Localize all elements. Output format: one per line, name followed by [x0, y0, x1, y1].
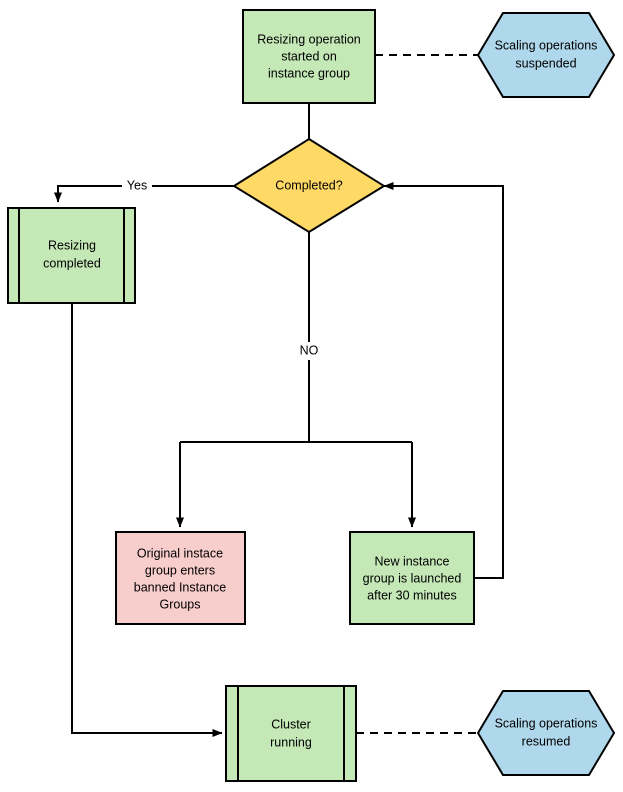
node-scaling-suspended-line2: suspended: [515, 56, 576, 70]
node-banned-line2: group enters: [145, 563, 215, 577]
node-scaling-resumed-line2: resumed: [522, 734, 571, 748]
node-banned-instance-groups[interactable]: Original instace group enters banned Ins…: [115, 531, 246, 625]
node-banned-line1: Original instace: [137, 546, 223, 560]
node-resizing-completed[interactable]: Resizing completed: [7, 207, 136, 304]
node-resizing-completed-line1: Resizing: [48, 238, 96, 252]
node-new-group-line1: New instance: [374, 554, 449, 568]
node-scaling-resumed-line1: Scaling operations: [495, 716, 598, 730]
node-new-group-line3: after 30 minutes: [367, 588, 457, 602]
node-banned-line4: Groups: [160, 597, 201, 611]
node-cluster-running-line1: Cluster: [271, 717, 311, 731]
edge-completed-to-cluster: [71, 303, 223, 737]
edge-label-yes-text: Yes: [127, 178, 147, 192]
node-resizing-started[interactable]: Resizing operation started on instance g…: [242, 9, 376, 104]
node-completed-decision[interactable]: Completed?: [232, 137, 386, 234]
edge-new-group-retry: [383, 182, 504, 579]
node-scaling-suspended-line1: Scaling operations: [495, 38, 598, 52]
node-banned-line3: banned Instance: [134, 580, 226, 594]
node-completed-decision-label: Completed?: [275, 178, 342, 192]
node-scaling-resumed[interactable]: Scaling operations resumed: [476, 690, 616, 776]
node-new-instance-group[interactable]: New instance group is launched after 30 …: [349, 531, 475, 625]
node-resizing-started-line3: instance group: [268, 66, 350, 80]
node-resizing-started-line1: Resizing operation: [257, 32, 361, 46]
node-cluster-running-line2: running: [270, 735, 312, 749]
node-new-group-line2: group is launched: [363, 571, 462, 585]
edge-yes-branch: [54, 185, 240, 203]
node-resizing-completed-line2: completed: [43, 256, 101, 270]
edge-label-yes: Yes: [122, 177, 152, 195]
node-scaling-suspended[interactable]: Scaling operations suspended: [476, 12, 616, 98]
node-cluster-running[interactable]: Cluster running: [225, 685, 357, 782]
edge-label-no: NO: [294, 342, 324, 360]
edge-label-no-text: NO: [300, 343, 319, 357]
node-resizing-started-line2: started on: [281, 49, 337, 63]
